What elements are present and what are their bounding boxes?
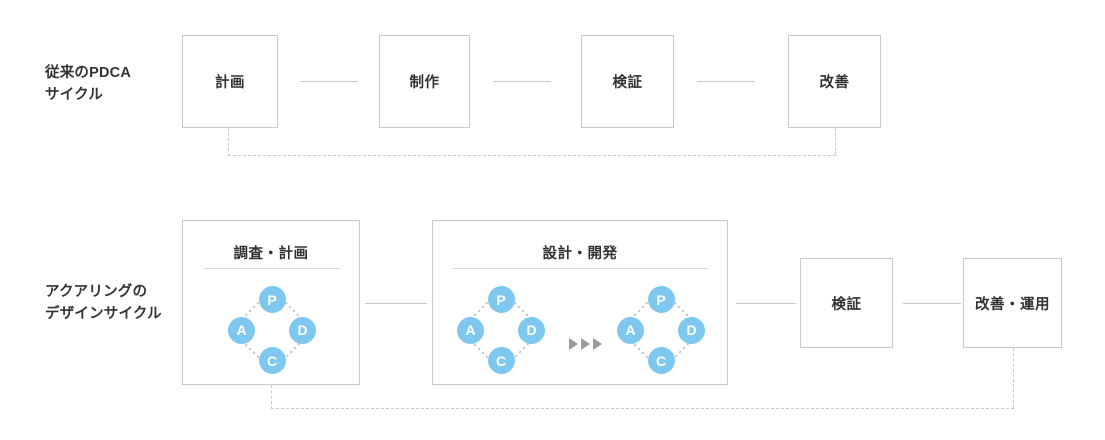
box-design-develop-divider: [453, 268, 709, 269]
box-verify-bottom-label: 検証: [831, 296, 862, 313]
box-improve-top-label: 改善: [819, 75, 850, 91]
feedback-top-vertical-left: [228, 128, 229, 156]
feedback-top-vertical-right: [835, 128, 836, 155]
box-verify-bottom[interactable]: 検証: [800, 258, 893, 348]
box-design-develop-label: 設計・開発: [542, 246, 618, 262]
repeat-arrow-icon: [569, 338, 602, 350]
pdca-node-d: D: [518, 316, 545, 344]
row-label-acquaring: アクアリングの デザインサイクル: [45, 284, 162, 322]
pdca-node-c: C: [647, 347, 675, 374]
pdca-node-p: P: [258, 286, 286, 313]
box-produce[interactable]: 制作: [379, 35, 470, 128]
box-research-plan-divider: [203, 268, 341, 269]
box-verify-top[interactable]: 検証: [581, 35, 674, 128]
pdca-node-a: A: [228, 316, 255, 344]
box-produce-label: 制作: [409, 75, 440, 91]
pdca-node-p: P: [487, 286, 515, 313]
pdca-cycle-research: P D C A: [228, 286, 316, 374]
box-improve-top[interactable]: 改善: [788, 35, 881, 128]
box-research-plan[interactable]: 調査・計画 P D C A: [182, 220, 360, 385]
connector-design-verify: [736, 303, 796, 304]
box-research-plan-label: 調査・計画: [233, 246, 309, 262]
pdca-node-d: D: [678, 316, 705, 344]
box-verify-top-label: 検証: [612, 75, 643, 91]
pdca-node-c: C: [258, 347, 286, 374]
pdca-node-d: D: [289, 316, 316, 344]
box-design-develop[interactable]: 設計・開発 P D C A P: [432, 220, 728, 385]
pdca-node-a: A: [617, 316, 644, 344]
pdca-cycle-design-first: P D C A: [457, 286, 545, 374]
box-improve-operate[interactable]: 改善・運用: [963, 258, 1062, 348]
pdca-cycle-design-second: P D C A: [617, 286, 705, 374]
triangle-right-icon-3: [593, 338, 602, 350]
box-plan-label: 計画: [215, 75, 245, 91]
pdca-node-a: A: [457, 316, 484, 344]
feedback-top-horizontal: [228, 155, 836, 156]
connector-verify-improve: [697, 81, 755, 82]
row-label-conventional: 従来のPDCA サイクル: [45, 65, 131, 103]
pdca-node-p: P: [647, 286, 675, 313]
pdca-node-c: C: [487, 347, 515, 374]
connector-verify-improve-bottom: [903, 303, 961, 304]
connector-produce-verify: [493, 81, 551, 82]
feedback-bottom-vertical-left: [271, 385, 272, 409]
triangle-right-icon-2: [581, 338, 590, 350]
feedback-bottom-horizontal: [271, 408, 1014, 409]
connector-plan-produce: [300, 81, 358, 82]
feedback-bottom-vertical-right: [1013, 348, 1014, 408]
triangle-right-icon-1: [569, 338, 578, 350]
box-improve-operate-label: 改善・運用: [975, 296, 1050, 313]
box-plan[interactable]: 計画: [182, 35, 278, 128]
connector-research-design: [365, 303, 427, 304]
